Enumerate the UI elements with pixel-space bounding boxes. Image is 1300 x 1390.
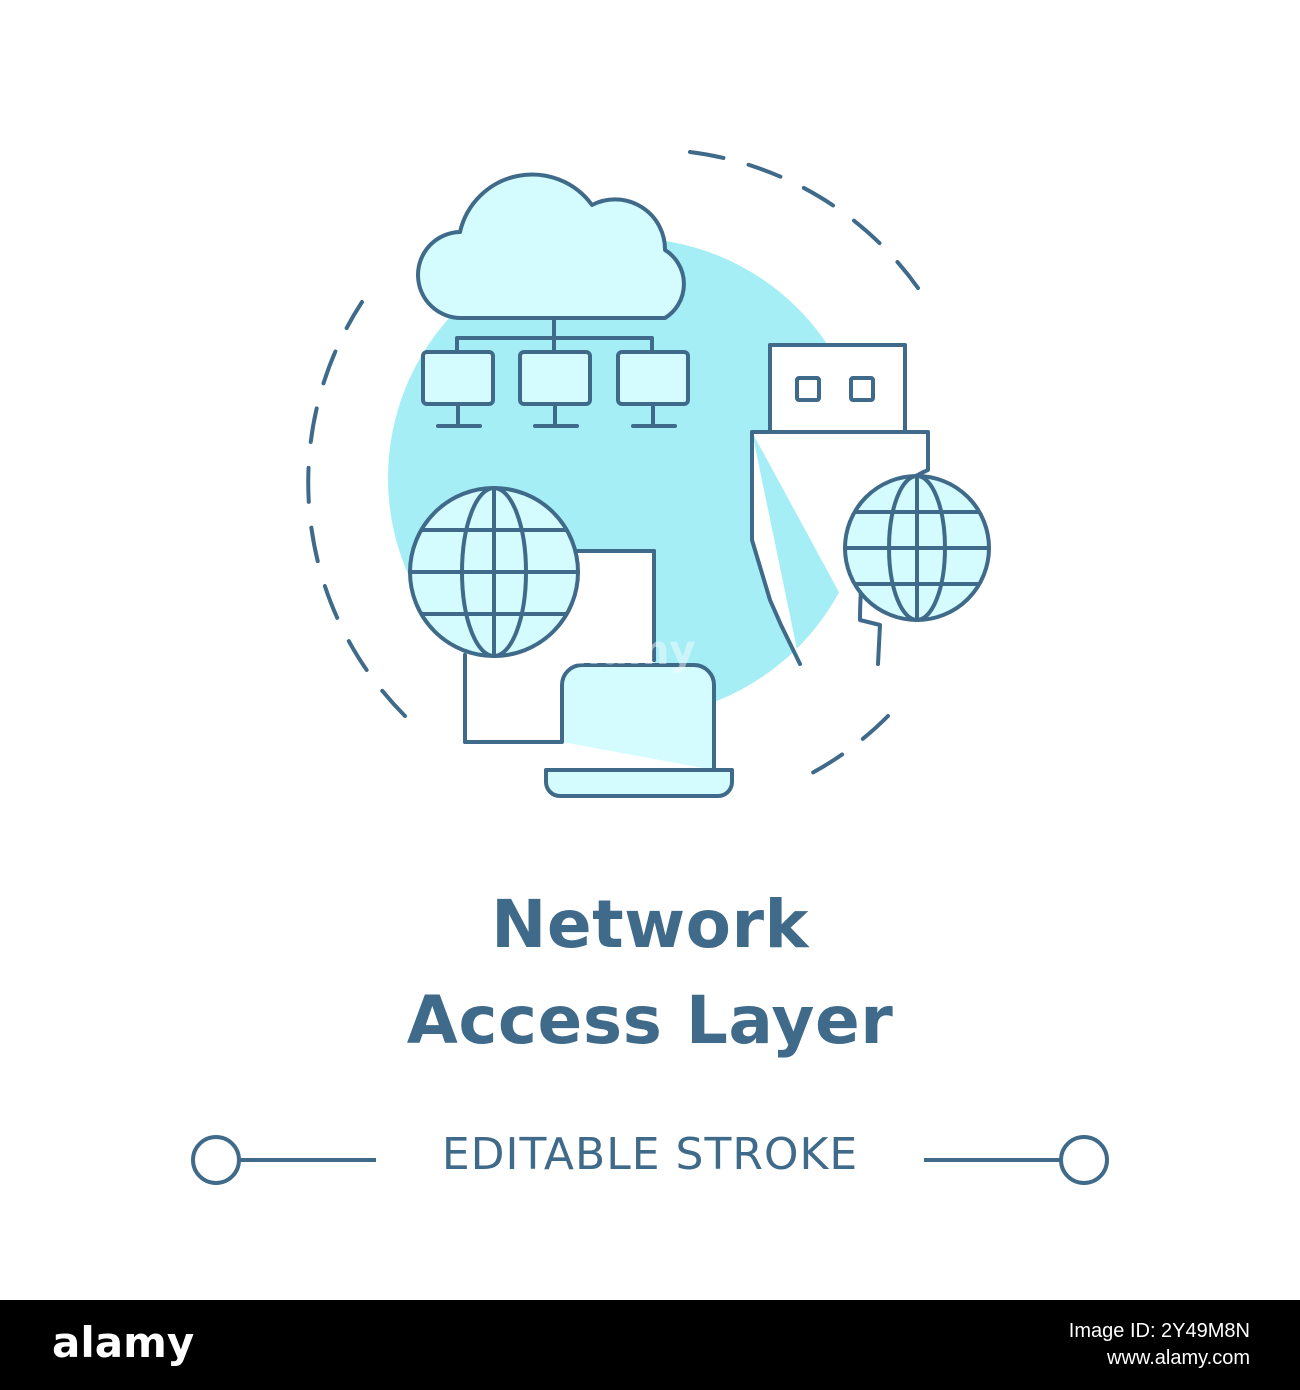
dashed-arc-left xyxy=(306,300,407,718)
dashed-arc-bottom-right xyxy=(788,714,890,786)
monitor-icon xyxy=(421,350,495,428)
watermark: alamy xyxy=(560,628,696,674)
site-url: www.alamy.com xyxy=(1107,1347,1250,1369)
globe-icon xyxy=(843,474,991,622)
title-line-2: Access Layer xyxy=(406,982,894,1059)
editable-stroke-decoration xyxy=(191,1135,1109,1185)
cloud-icon xyxy=(416,172,686,321)
footer-bar: alamy Image ID: 2Y49M8N www.alamy.com xyxy=(0,1300,1300,1390)
alamy-logo: alamy xyxy=(52,1318,195,1367)
editable-stroke-label: EDITABLE STROKE xyxy=(441,1129,859,1180)
globe-icon xyxy=(408,486,580,658)
network-lines xyxy=(455,316,654,354)
title-line-1: Network xyxy=(491,886,809,963)
monitor-icon xyxy=(616,350,690,428)
network-access-illustration xyxy=(306,150,991,798)
footer-image-info: Image ID: 2Y49M8N www.alamy.com xyxy=(1069,1318,1250,1372)
dashed-arc-top-right xyxy=(688,150,920,290)
right-node-icon xyxy=(1059,1135,1109,1185)
image-id: Image ID: 2Y49M8N xyxy=(1068,1320,1250,1342)
laptop-icon xyxy=(544,663,734,798)
monitor-icon xyxy=(518,350,592,428)
